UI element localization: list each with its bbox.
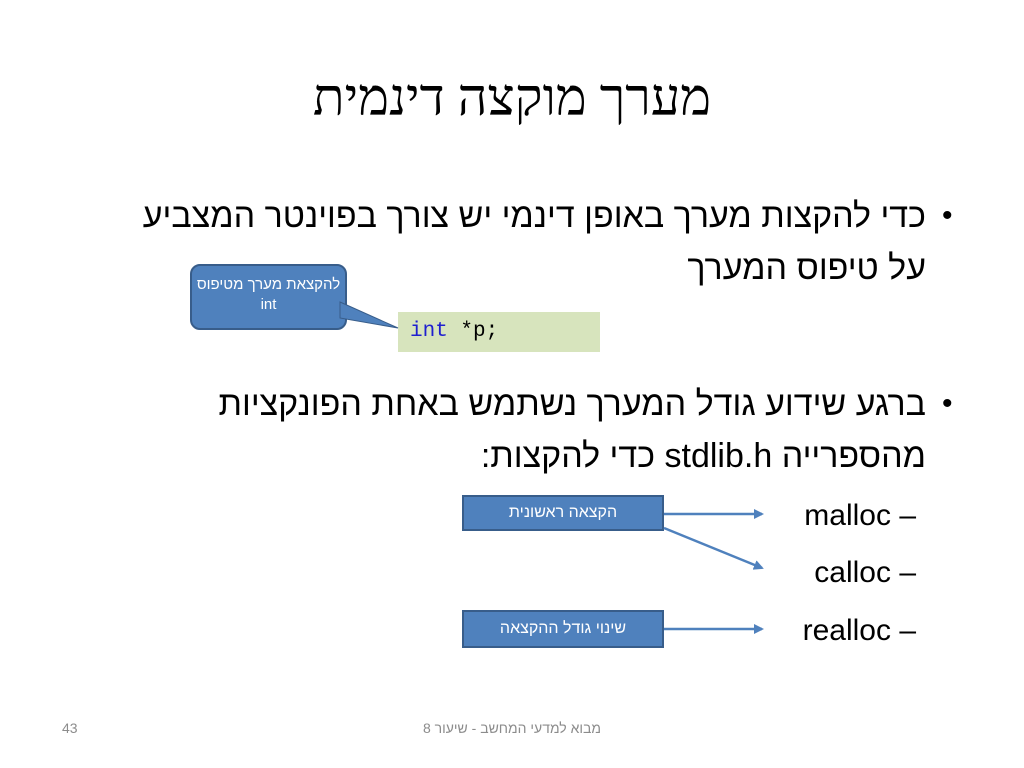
function-item-calloc: calloc – (814, 553, 916, 593)
code-declaration: *p; (447, 320, 499, 343)
page-number: 43 (62, 720, 78, 736)
arrow-to-calloc (663, 526, 764, 570)
footer-course-title: מבוא למדעי המחשב - שיעור 8 (422, 720, 602, 736)
function-name: realloc (802, 614, 891, 647)
function-item-malloc: malloc – (804, 496, 916, 536)
first-allocation-callout: הקצאה ראשונית (462, 495, 664, 531)
pointer-callout: להקצאת מערך מטיפוס int (190, 264, 347, 330)
bullet-marker-1: • (942, 199, 953, 232)
resize-callout: שינוי גודל ההקצאה (462, 610, 664, 648)
pointer-callout-tail (339, 301, 399, 329)
slide-title: מערך מוקצה דינמית (312, 70, 712, 127)
function-name: calloc (814, 556, 891, 589)
dash-marker: – (899, 556, 916, 589)
dash-marker: – (899, 499, 916, 532)
bullet-2-text: ברגע שידוע גודל המערך נשתמש באחת הפונקצי… (218, 385, 927, 475)
function-item-realloc: realloc – (803, 611, 916, 651)
code-snippet: int *p; (398, 312, 600, 352)
function-name: malloc (804, 499, 891, 532)
bullet-marker-2: • (942, 387, 953, 420)
code-keyword: int (410, 320, 448, 343)
bullet-1-text: כדי להקצות מערך באופן דינמי יש צורך בפוי… (142, 197, 926, 287)
dash-marker: – (899, 614, 916, 647)
